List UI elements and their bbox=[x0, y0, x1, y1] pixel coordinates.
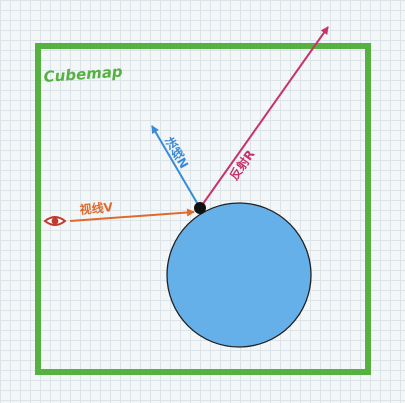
view-vector-arrow bbox=[69, 208, 195, 222]
eye-icon bbox=[43, 216, 67, 226]
reflect-vector-arrow bbox=[199, 26, 329, 209]
sphere bbox=[166, 202, 312, 348]
normal-vector-label: 法线N bbox=[161, 133, 191, 171]
view-vector-label: 视线V bbox=[79, 199, 114, 217]
cubemap-label: Cubemap bbox=[43, 62, 123, 85]
normal-vector-arrow bbox=[151, 125, 201, 209]
cubemap-box bbox=[35, 43, 371, 375]
reflection-point bbox=[194, 202, 206, 214]
